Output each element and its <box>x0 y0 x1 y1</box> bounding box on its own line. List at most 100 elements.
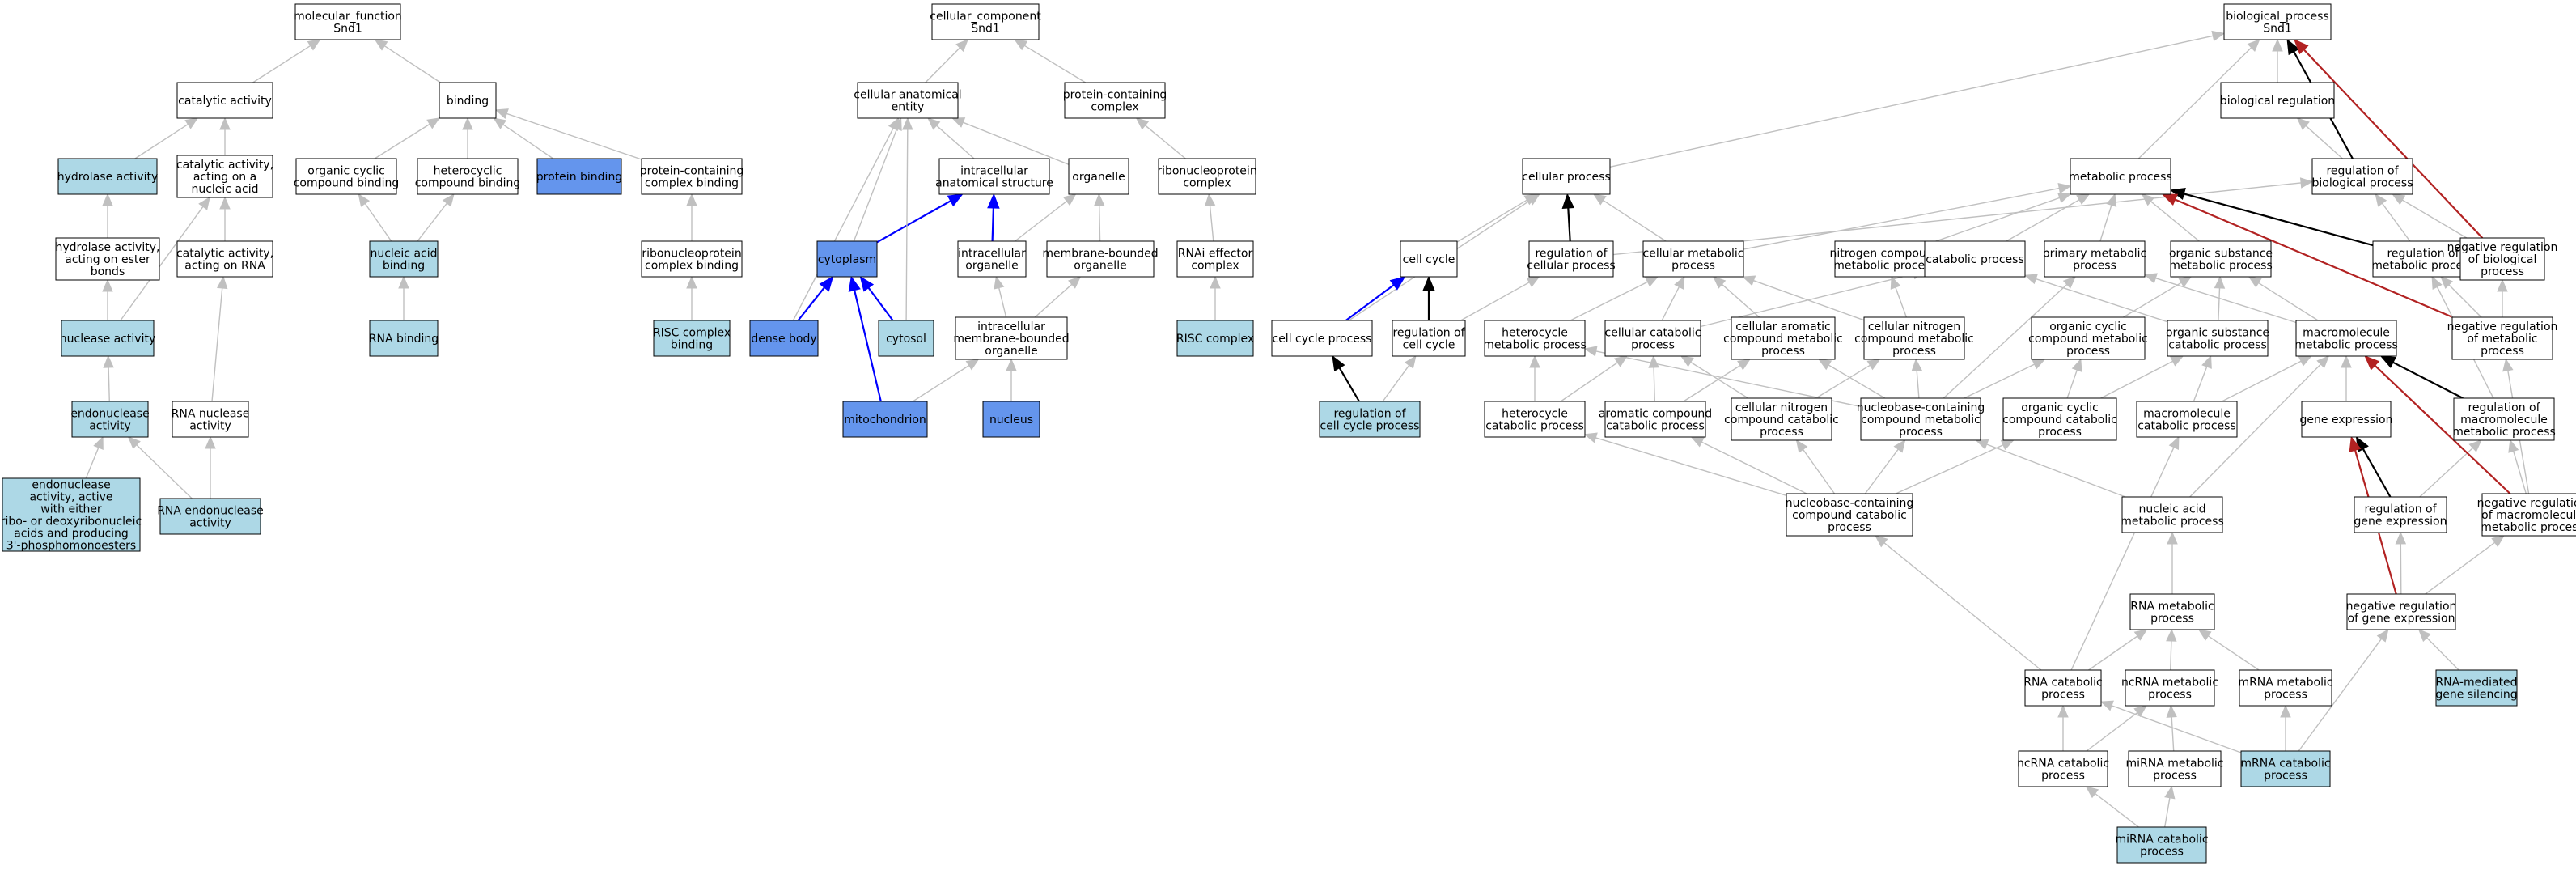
term-label-line: process <box>2066 345 2110 358</box>
go-term-binding[interactable]: binding <box>439 82 497 119</box>
edge-line <box>2189 363 2321 498</box>
term-label-line: process <box>2264 770 2307 783</box>
go-term-cytosol[interactable]: cytosol <box>878 320 934 357</box>
edge-arrowhead <box>398 275 409 289</box>
go-term-cat-rna[interactable]: catalytic activity,acting on RNA <box>176 240 273 278</box>
go-term-organelle[interactable]: organelle <box>1068 158 1129 195</box>
go-term-cc-proc[interactable]: cell cycle process <box>1271 320 1373 357</box>
go-term-cell-cycle[interactable]: cell cycle <box>1400 240 1458 278</box>
edge-line <box>1595 350 1862 408</box>
go-term-rna-bind[interactable]: RNA binding <box>369 320 439 357</box>
go-term-gene-exp[interactable]: gene expression <box>2300 401 2393 438</box>
go-term-bio-reg[interactable]: biological regulation <box>2220 82 2335 119</box>
go-term-nuclease[interactable]: nuclease activity <box>60 320 156 357</box>
go-term-catalytic[interactable]: catalytic activity <box>176 82 273 119</box>
term-label-line: metabolic process <box>1483 339 1587 352</box>
term-box <box>2129 593 2215 630</box>
go-term-nucleus[interactable]: nucleus <box>982 401 1040 438</box>
edge-line <box>2303 49 2484 239</box>
go-term-dense-body[interactable]: dense body <box>749 320 819 357</box>
term-label-line: process <box>2150 613 2194 626</box>
edge-is-a <box>2057 704 2069 751</box>
go-term-risc[interactable]: RISC complex <box>1176 320 1254 357</box>
go-term-mito[interactable]: mitochondrion <box>842 401 928 438</box>
go-term-met-proc[interactable]: metabolic process <box>2069 158 2172 195</box>
go-term-cytoplasm[interactable]: cytoplasm <box>816 240 878 278</box>
edge-arrowhead <box>1712 276 1727 289</box>
go-term-catab[interactable]: catabolic process <box>1924 240 2026 278</box>
edge-line <box>2208 635 2260 671</box>
edge-line <box>1145 125 1186 159</box>
go-term-hydrolase[interactable]: hydrolase activity <box>57 158 159 195</box>
go-term-protein-bind[interactable]: protein binding <box>536 158 622 195</box>
edge-arrowhead <box>1006 358 1017 371</box>
go-term-cell-proc[interactable]: cellular process <box>1522 158 1611 195</box>
term-label-line: macromolecule <box>2143 408 2231 421</box>
term-box <box>2481 493 2576 537</box>
edge-is-a <box>2143 273 2297 324</box>
